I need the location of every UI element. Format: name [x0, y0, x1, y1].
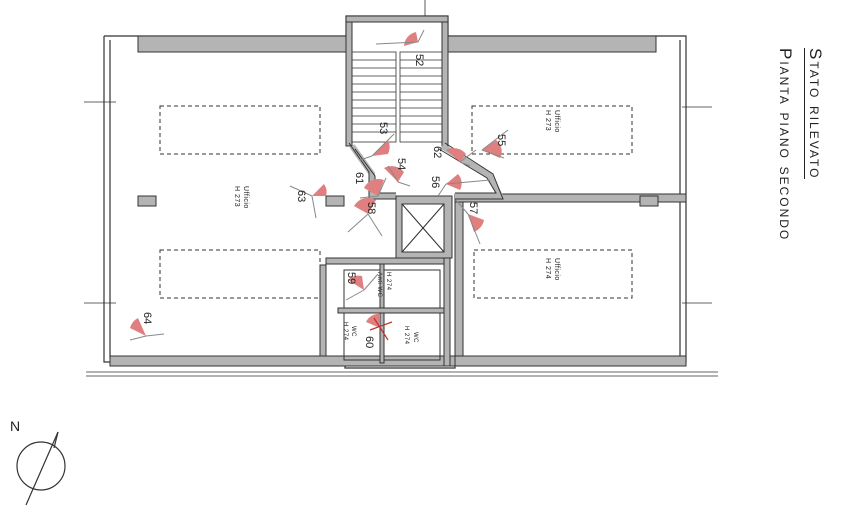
- viewpoint-54: 54: [384, 158, 411, 187]
- room-height: H 274: [544, 258, 551, 279]
- room-name: Anti WC: [376, 272, 382, 298]
- viewpoint-label: 52: [413, 54, 425, 66]
- room-name: WC: [350, 326, 356, 337]
- viewpoint-53: 53: [359, 122, 395, 161]
- room-name: Ufficio: [553, 110, 560, 133]
- room-name: Ufficio: [553, 258, 560, 281]
- viewpoint-63: 63: [289, 184, 327, 219]
- viewpoint-label: 58: [365, 202, 377, 214]
- viewpoint-61: 61: [353, 172, 387, 199]
- elevator-shaft: [395, 195, 453, 259]
- room-label-anti-wc: Anti WC H 274: [376, 272, 391, 298]
- viewpoint-label: 55: [495, 134, 507, 146]
- room-height: H 273: [544, 110, 551, 131]
- staircase: [351, 51, 443, 143]
- viewpoint-label: 54: [395, 158, 407, 170]
- north-arrow-icon: [16, 431, 66, 506]
- room-height: H 274: [342, 322, 348, 341]
- viewpoint-label: 63: [295, 190, 307, 202]
- viewpoints: 52 53 54 55 56: [129, 29, 509, 348]
- room-name: WC: [412, 332, 418, 343]
- viewpoint-52: 52: [375, 29, 425, 66]
- viewpoint-label: 64: [141, 312, 153, 324]
- viewpoint-60: 60: [363, 313, 393, 348]
- room-label-ufficio-sudest: Ufficio H 274: [544, 258, 560, 281]
- viewpoint-label: 60: [363, 336, 375, 348]
- viewpoint-57: 57: [455, 199, 484, 245]
- viewpoint-64: 64: [129, 312, 165, 341]
- wall-fills: [109, 15, 687, 367]
- viewpoint-label: 61: [353, 172, 365, 184]
- viewpoint-label: 56: [429, 176, 441, 188]
- viewpoint-label: 62: [431, 146, 443, 158]
- room-height: H 274: [385, 272, 391, 291]
- room-labels: Ufficio H 273 Ufficio H 273 Ufficio H 27…: [233, 110, 560, 345]
- drawing-subtitle: Pianta piano secondo: [776, 48, 795, 242]
- room-label-wc-1: WC H 274: [403, 326, 418, 345]
- drawing-title: Stato rilevato: [804, 48, 825, 180]
- viewpoint-label: 53: [377, 122, 389, 134]
- viewpoint-label: 57: [467, 202, 479, 214]
- dashed-ceiling-areas: [159, 105, 633, 299]
- room-height: H 273: [233, 186, 240, 207]
- room-height: H 274: [403, 326, 409, 345]
- room-label-ufficio-ovest: Ufficio H 273: [233, 186, 249, 209]
- wc-partitions: [343, 269, 441, 361]
- viewpoint-59: 59: [345, 272, 379, 301]
- viewpoint-58: 58: [347, 197, 383, 237]
- drawing-title-block: Stato rilevato Pianta piano secondo: [776, 48, 825, 241]
- viewpoint-56: 56: [429, 174, 491, 197]
- room-label-ufficio-nordest: Ufficio H 273: [544, 110, 560, 133]
- room-label-wc-2: WC H 274: [342, 322, 356, 341]
- viewpoint-62: 62: [431, 146, 477, 167]
- room-name: Ufficio: [242, 186, 249, 209]
- viewpoint-label: 59: [345, 272, 357, 284]
- outer-walls: [103, 15, 687, 369]
- grid-axis-ticks: [84, 0, 718, 377]
- viewpoint-55: 55: [481, 129, 509, 159]
- north-label: N: [10, 418, 21, 434]
